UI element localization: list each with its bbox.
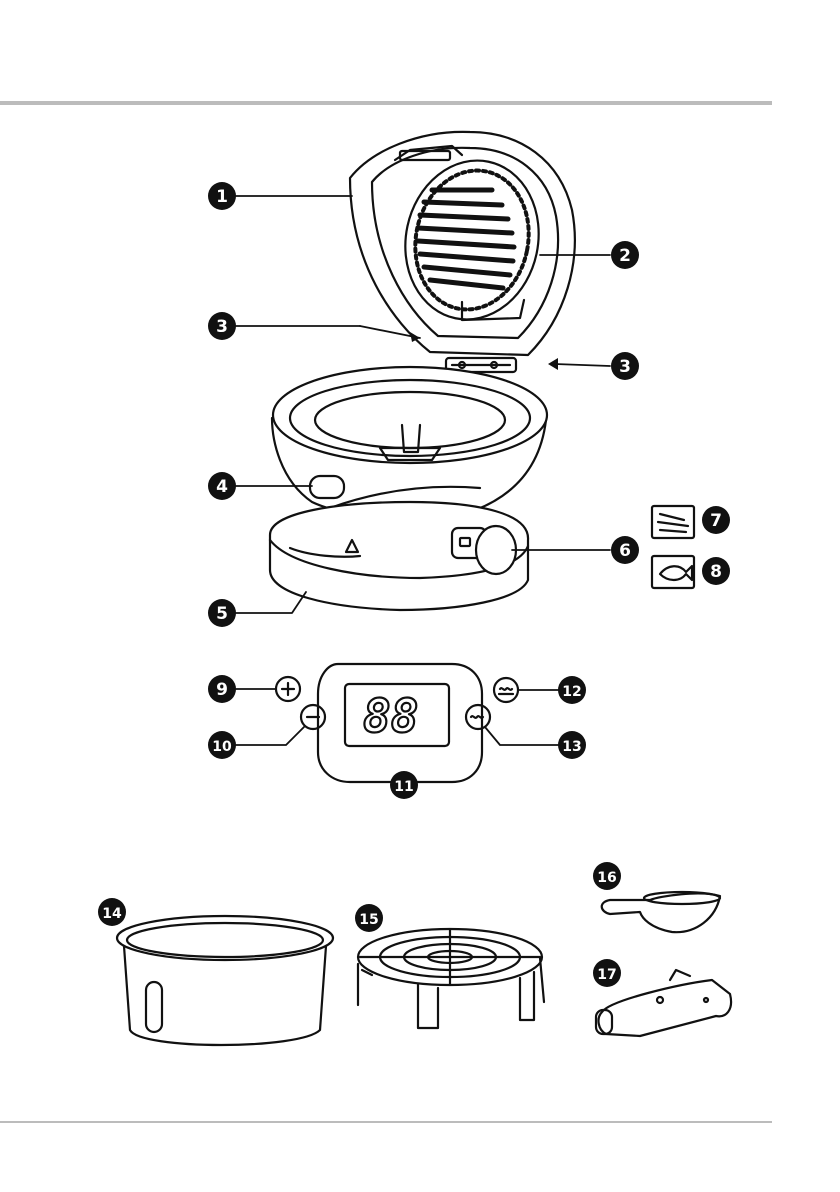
base [270, 502, 528, 610]
callout-4: 4 [208, 472, 236, 500]
callout-11: 11 [390, 771, 418, 799]
main-body [272, 367, 547, 521]
svg-text:8: 8 [710, 562, 722, 582]
callout-5: 5 [208, 599, 236, 627]
display-digits: 88 [363, 689, 418, 743]
svg-text:12: 12 [562, 684, 581, 700]
svg-text:16: 16 [597, 870, 616, 886]
cooking-bowl [117, 916, 333, 1045]
svg-text:14: 14 [102, 906, 122, 922]
svg-text:1: 1 [216, 187, 228, 207]
callout-15: 15 [355, 904, 383, 932]
callout-9: 9 [208, 675, 236, 703]
callout-3-left: 3 [208, 312, 236, 340]
plus-button[interactable] [276, 677, 300, 701]
svg-text:2: 2 [619, 246, 631, 266]
callout-2: 2 [611, 241, 639, 269]
callout-16: 16 [593, 862, 621, 890]
svg-text:17: 17 [597, 967, 616, 983]
measuring-spoon [602, 892, 720, 932]
fish-icon [652, 556, 694, 588]
callout-13: 13 [558, 731, 586, 759]
svg-text:7: 7 [710, 511, 722, 531]
callout-14: 14 [98, 898, 126, 926]
minus-button[interactable] [301, 705, 325, 729]
callout-12: 12 [558, 676, 586, 704]
lid [350, 132, 575, 372]
svg-text:3: 3 [619, 357, 631, 377]
svg-text:11: 11 [394, 779, 413, 795]
top-rule [0, 101, 772, 105]
heat-top-button[interactable] [494, 678, 518, 702]
svg-text:9: 9 [216, 680, 228, 700]
callout-17: 17 [593, 959, 621, 987]
svg-text:5: 5 [216, 604, 228, 624]
svg-text:13: 13 [562, 739, 581, 755]
callout-10: 10 [208, 731, 236, 759]
callout-3-right: 3 [611, 352, 639, 380]
callout-1: 1 [208, 182, 236, 210]
callout-7: 7 [702, 506, 730, 534]
svg-text:3: 3 [216, 317, 228, 337]
control-panel: 88 [276, 664, 518, 782]
svg-text:6: 6 [619, 541, 631, 561]
callout-6: 6 [611, 536, 639, 564]
svg-text:4: 4 [216, 477, 228, 497]
fries-icon [652, 506, 694, 538]
heat-bottom-button[interactable] [466, 705, 490, 729]
callout-8: 8 [702, 557, 730, 585]
steam-rack [358, 929, 544, 1028]
bottom-rule [0, 1121, 772, 1123]
svg-text:15: 15 [359, 912, 378, 928]
svg-text:10: 10 [212, 739, 232, 755]
